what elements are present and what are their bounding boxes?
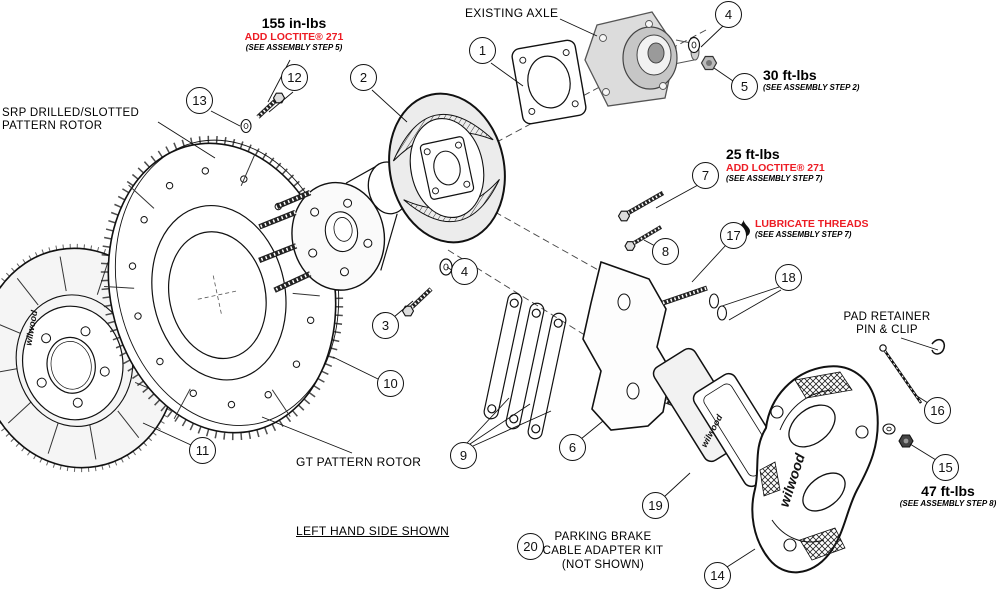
callout-18: 18 — [775, 264, 802, 291]
backing-plate-washer — [240, 118, 252, 134]
axle-washer — [687, 36, 701, 54]
torque-value: 155 in-lbs — [261, 15, 327, 31]
assembly-step-ref: (SEE ASSEMBLY STEP 7) — [755, 230, 852, 239]
torque-note-30: 30 ft-lbs (SEE ASSEMBLY STEP 2) — [763, 68, 859, 93]
assembly-step-ref: (SEE ASSEMBLY STEP 2) — [763, 83, 860, 92]
callout-9: 9 — [450, 442, 477, 469]
torque-value: 30 ft-lbs — [763, 67, 817, 83]
pad-retainer-label-line1: PAD RETAINER — [843, 311, 931, 323]
torque-note-25: 25 ft-lbs ADD LOCTITE® 271 (SEE ASSEMBLY… — [726, 147, 825, 184]
hub-bolt — [401, 287, 433, 317]
callout-12: 12 — [281, 64, 308, 91]
caliper-washer — [882, 423, 896, 435]
caliper-bracket — [582, 260, 728, 431]
callout-16: 16 — [924, 397, 951, 424]
parking-brake-label-line3: (NOT SHOWN) — [561, 559, 645, 571]
torque-value: 25 ft-lbs — [726, 146, 780, 162]
callout-19: 19 — [642, 492, 669, 519]
callout-4: 4 — [715, 1, 742, 28]
callout-14: 14 — [704, 562, 731, 589]
callout-7: 7 — [692, 162, 719, 189]
wheel-studs — [258, 190, 312, 293]
callout-5: 5 — [731, 73, 758, 100]
existing-axle-label: EXISTING AXLE — [465, 6, 559, 20]
pad-retainer-label-line2: PIN & CLIP — [856, 324, 918, 336]
bracket-shims — [483, 292, 567, 440]
axle-nut — [700, 55, 718, 71]
callout-6: 6 — [559, 434, 586, 461]
lubricate-threads-label: LUBRICATE THREADS — [755, 218, 869, 230]
assembly-step-ref: (SEE ASSEMBLY STEP 7) — [726, 174, 823, 183]
callout-17: 17 — [720, 222, 747, 249]
parking-brake-label-line1: PARKING BRAKE — [554, 531, 652, 543]
bracket-bolt-long — [617, 191, 665, 222]
lubricate-note: LUBRICATE THREADS (SEE ASSEMBLY STEP 7) — [737, 218, 869, 240]
callout-3: 3 — [372, 312, 399, 339]
axle-gasket — [511, 39, 587, 125]
pad-retainer-pin — [879, 344, 923, 404]
callout-10: 10 — [377, 370, 404, 397]
leader-lines — [142, 18, 939, 568]
retainer-clip — [931, 338, 946, 355]
callout-15: 15 — [932, 454, 959, 481]
stud-washers — [708, 293, 728, 321]
callout-4: 4 — [451, 258, 478, 285]
callout-13: 13 — [186, 87, 213, 114]
loctite-note: ADD LOCTITE® 271 — [726, 162, 825, 174]
srp-rotor-label-line1: SRP DRILLED/SLOTTED — [2, 107, 140, 119]
callout-2: 2 — [350, 64, 377, 91]
assembly-step-ref: (SEE ASSEMBLY STEP 8) — [899, 499, 997, 508]
pad-retainer-label: PAD RETAINER PIN & CLIP — [832, 311, 942, 337]
parking-brake-label: PARKING BRAKE CABLE ADAPTER KIT (NOT SHO… — [542, 530, 664, 572]
left-hand-side-note: LEFT HAND SIDE SHOWN — [296, 524, 450, 538]
parking-brake-backing-plate — [388, 92, 506, 244]
callout-11: 11 — [189, 437, 216, 464]
bracket-bolt-short — [624, 225, 663, 251]
backing-plate-bolt — [256, 92, 286, 119]
existing-axle-flange — [584, 11, 700, 107]
caliper-nut — [898, 434, 914, 448]
brake-caliper: wilwood — [751, 365, 879, 574]
assembly-step-ref: (SEE ASSEMBLY STEP 5) — [245, 43, 343, 52]
callout-20: 20 — [517, 533, 544, 560]
callout-8: 8 — [652, 238, 679, 265]
parking-brake-label-line2: CABLE ADAPTER KIT — [542, 545, 664, 557]
torque-note-47: 47 ft-lbs (SEE ASSEMBLY STEP 8) — [898, 484, 998, 509]
torque-note-155: 155 in-lbs ADD LOCTITE® 271 (SEE ASSEMBL… — [238, 16, 350, 53]
callout-1: 1 — [469, 37, 496, 64]
srp-rotor-label: SRP DRILLED/SLOTTED PATTERN ROTOR — [2, 107, 139, 133]
gt-rotor-label: GT PATTERN ROTOR — [296, 455, 422, 469]
loctite-note: ADD LOCTITE® 271 — [244, 31, 344, 43]
srp-rotor-label-line2: PATTERN ROTOR — [2, 120, 103, 132]
torque-value: 47 ft-lbs — [921, 483, 975, 499]
